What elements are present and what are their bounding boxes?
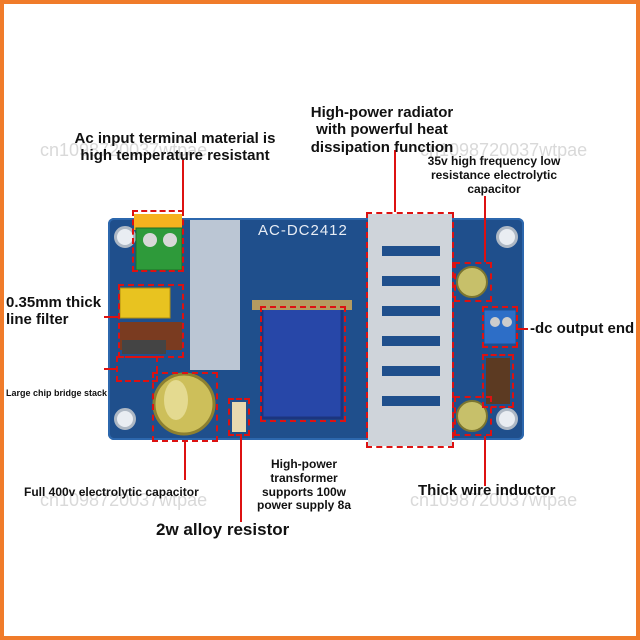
label-inductor: Thick wire inductor: [418, 482, 556, 499]
highlight-box: [454, 396, 492, 436]
highlight-box: [260, 306, 346, 422]
leader-line: [394, 150, 396, 212]
leader-line: [184, 442, 186, 480]
leader-line: [484, 196, 486, 262]
label-resistor: 2w alloy resistor: [156, 520, 290, 539]
label-transformer: High-power transformer supports 100w pow…: [256, 457, 352, 513]
alloy-resistor: [232, 402, 246, 432]
highlight-box: [454, 262, 492, 302]
leader-line: [104, 316, 118, 318]
label-radiator: High-power radiator with powerful heat d…: [310, 104, 454, 156]
leader-line: [518, 328, 528, 330]
bridge-stack: [122, 340, 166, 354]
leader-line: [104, 368, 116, 370]
dc-output-terminal: [483, 309, 517, 345]
label-bridge: Large chip bridge stack: [6, 388, 108, 398]
highlight-box: [152, 372, 218, 442]
board-model: AC-DC2412: [258, 222, 348, 239]
terminal-screw: [143, 233, 157, 247]
mounting-hole: [496, 226, 518, 248]
label-400v-capacitor: Full 400v electrolytic capacitor: [24, 485, 199, 499]
highlight-box: [482, 354, 514, 408]
watermark: cn1098720037wtpae: [410, 490, 578, 510]
leader-line: [182, 160, 184, 212]
highlight-box: [118, 284, 184, 358]
label-dc-output: -dc output end: [530, 320, 635, 337]
terminal-orange: [134, 214, 182, 230]
x-capacitor: [119, 287, 171, 319]
leader-line: [484, 436, 486, 486]
heatsink-slots: [382, 246, 440, 406]
highlight-box: [116, 356, 158, 382]
highlight-box: [366, 212, 454, 448]
highlight-box: [482, 306, 518, 348]
mounting-hole: [114, 408, 136, 430]
watermark: cn1098720037wtpae: [420, 140, 588, 160]
label-ac-input: Ac input terminal material is high tempe…: [74, 130, 276, 165]
mounting-hole: [496, 408, 518, 430]
highlight-box: [132, 210, 184, 272]
terminal-screw: [163, 233, 177, 247]
watermark: cn1098720037wtpae: [40, 140, 208, 160]
electrolytic-35v: [456, 266, 488, 298]
label-35v-capacitor: 35v high frequency low resistance electr…: [427, 154, 561, 196]
leader-line: [240, 436, 242, 522]
highlight-box: [228, 398, 250, 436]
mounting-hole: [114, 226, 136, 248]
transformer-core: [252, 300, 352, 310]
electrolytic-35v: [456, 400, 488, 432]
watermark: cn1098720037wtpae: [40, 490, 208, 510]
small-heatsink: [190, 220, 240, 370]
label-line-filter: 0.35mm thick line filter: [6, 294, 102, 329]
